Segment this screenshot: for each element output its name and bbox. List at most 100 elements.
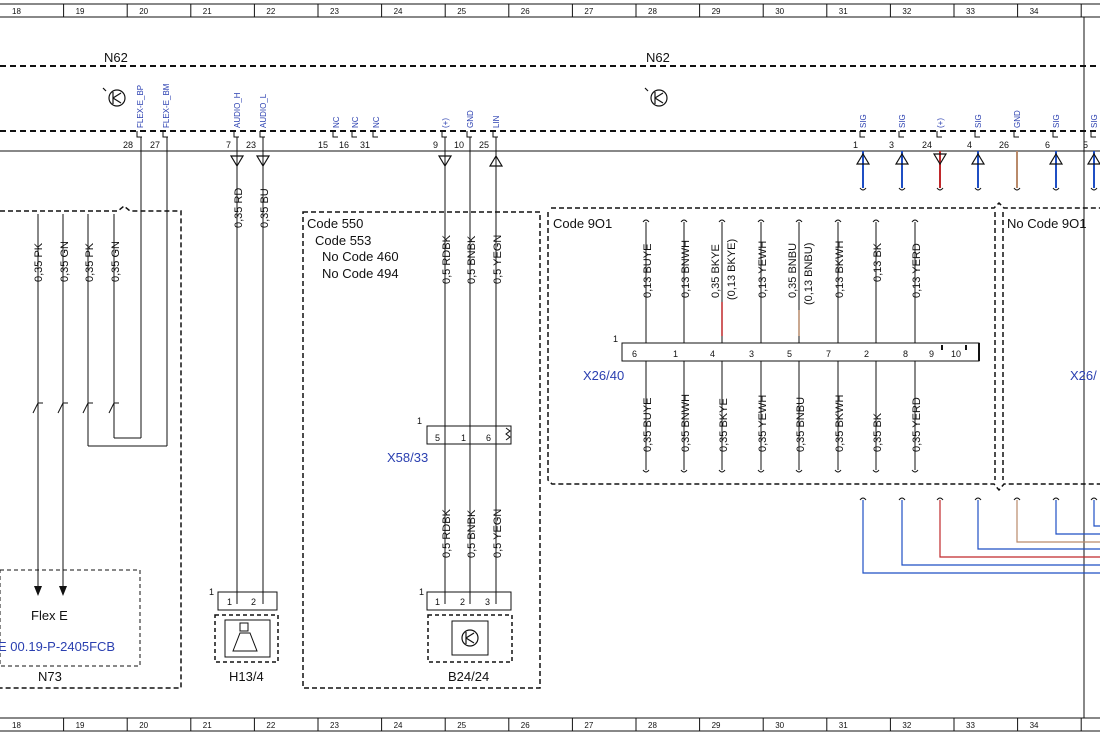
pin-number: 4 bbox=[967, 140, 972, 150]
pin-number: 23 bbox=[246, 140, 256, 150]
pin-number: 3 bbox=[889, 140, 894, 150]
connector-pin-one: 1 bbox=[419, 587, 424, 597]
connector-x58-33: 1 5 1 6 bbox=[417, 416, 512, 445]
grid-label: 31 bbox=[839, 721, 848, 730]
wire-label: 0,35 YERD bbox=[911, 397, 923, 452]
grid-label: 22 bbox=[266, 7, 275, 16]
pin-label: NC bbox=[351, 116, 360, 128]
connector-pin: 4 bbox=[710, 349, 715, 359]
module-name-right: N62 bbox=[646, 50, 670, 65]
wire-label: 0,35 BNBU bbox=[795, 397, 807, 452]
wire-label: 0,5 RDBK bbox=[441, 508, 453, 558]
connector-pin: 1 bbox=[435, 597, 440, 607]
speaker-icon bbox=[214, 614, 279, 663]
grid-label: 23 bbox=[330, 721, 339, 730]
routing-wires bbox=[862, 500, 1100, 574]
audio-wires bbox=[236, 137, 264, 604]
component-b24-24: B24/24 bbox=[448, 669, 489, 684]
flex-e-wires bbox=[32, 137, 168, 590]
module-name-left: N62 bbox=[104, 50, 128, 65]
connector-pin: 3 bbox=[749, 349, 754, 359]
pin-label: GND bbox=[466, 110, 475, 128]
grid-label: 31 bbox=[839, 7, 848, 16]
pin-number: 25 bbox=[479, 140, 489, 150]
grid-label: 21 bbox=[203, 721, 212, 730]
grid-label: 26 bbox=[521, 7, 530, 16]
connector-pin: 8 bbox=[903, 349, 908, 359]
pin-label: GND bbox=[1013, 110, 1022, 128]
grid-label: 29 bbox=[712, 721, 721, 730]
connector-pin: 2 bbox=[460, 597, 465, 607]
wire-label: 0,35 BKWH bbox=[834, 394, 846, 452]
connector-x26-40-label: X26/40 bbox=[583, 368, 624, 383]
pin-label: FLEX-E_BP bbox=[136, 85, 145, 128]
connector-pin: 10 bbox=[951, 349, 961, 359]
grid-label: 33 bbox=[966, 7, 975, 16]
connector-pin-one: 1 bbox=[209, 587, 214, 597]
wire-label: 0,35 BKYE bbox=[718, 398, 730, 452]
code-label: Code 9O1 bbox=[553, 216, 612, 231]
connector-pin-one: 1 bbox=[417, 416, 422, 426]
grid-label: 22 bbox=[266, 721, 275, 730]
wire-label: 0,13 YEWH bbox=[757, 241, 769, 298]
grid-label: 32 bbox=[902, 7, 911, 16]
connector-x26-right-label: X26/ bbox=[1070, 368, 1097, 383]
pin-number: 28 bbox=[123, 140, 133, 150]
pin-label: LIN bbox=[492, 115, 501, 128]
grid-label: 30 bbox=[775, 721, 784, 730]
pin-label: NC bbox=[372, 116, 381, 128]
wire-label: 0,5 BNBK bbox=[466, 509, 478, 558]
signal-wires bbox=[862, 151, 1095, 188]
grid-label: 26 bbox=[521, 721, 530, 730]
pin-label: SIG bbox=[974, 114, 983, 128]
grid-label: 33 bbox=[966, 721, 975, 730]
grid-label: 27 bbox=[584, 721, 593, 730]
grid-label: 21 bbox=[203, 7, 212, 16]
connector-pin: 7 bbox=[826, 349, 831, 359]
code-label: No Code 9O1 bbox=[1007, 216, 1087, 231]
grid-label: 25 bbox=[457, 7, 466, 16]
grid-label: 30 bbox=[775, 7, 784, 16]
connector-pin: 9 bbox=[929, 349, 934, 359]
wire-label: 0,35 BK bbox=[872, 412, 884, 452]
wire-label: 0,35 BU bbox=[259, 188, 271, 228]
wire-label: 0,5 RDBK bbox=[441, 234, 453, 284]
grid-label: 28 bbox=[648, 7, 657, 16]
grid-label: 20 bbox=[139, 7, 148, 16]
code-901-frame bbox=[547, 201, 1100, 492]
wire-break-marks bbox=[642, 219, 919, 473]
pin-label: NC bbox=[332, 116, 341, 128]
wire-label: 0,13 BNWH bbox=[680, 240, 692, 298]
connector-pin: 1 bbox=[461, 433, 466, 443]
wire-label: (0,13 BNBU) bbox=[803, 243, 815, 305]
wire-label: 0,35 YEWH bbox=[757, 395, 769, 452]
connector-pin: 5 bbox=[787, 349, 792, 359]
wire-label: 0,35 BUYE bbox=[642, 398, 654, 452]
pin-label: SIG bbox=[859, 114, 868, 128]
pin-number: 15 bbox=[318, 140, 328, 150]
connector-pin: 5 bbox=[435, 433, 440, 443]
connector-pin: 6 bbox=[486, 433, 491, 443]
wire-label: (0,13 BKYE) bbox=[726, 239, 738, 300]
grid-label: 23 bbox=[330, 7, 339, 16]
pin-label: (+) bbox=[441, 118, 450, 128]
wire-label: 0,13 BKWH bbox=[834, 240, 846, 298]
pin-label: AUDIO_L bbox=[259, 93, 268, 128]
connector-pin: 3 bbox=[485, 597, 490, 607]
pin-number: 27 bbox=[150, 140, 160, 150]
connector-pin: 2 bbox=[864, 349, 869, 359]
arrow-icon bbox=[229, 155, 271, 168]
grid-label: 25 bbox=[457, 721, 466, 730]
pin-label: SIG bbox=[1052, 114, 1061, 128]
arrow-icon bbox=[855, 152, 1100, 166]
module-n62-frame bbox=[0, 65, 1100, 132]
wire-label: 0,35 GN bbox=[59, 241, 71, 282]
grid-label: 28 bbox=[648, 721, 657, 730]
arrow-icon bbox=[437, 154, 504, 168]
code-label: No Code 494 bbox=[322, 266, 399, 281]
connector-pin: 2 bbox=[251, 597, 256, 607]
grid-label: 18 bbox=[12, 7, 21, 16]
pin-number: 7 bbox=[226, 140, 231, 150]
